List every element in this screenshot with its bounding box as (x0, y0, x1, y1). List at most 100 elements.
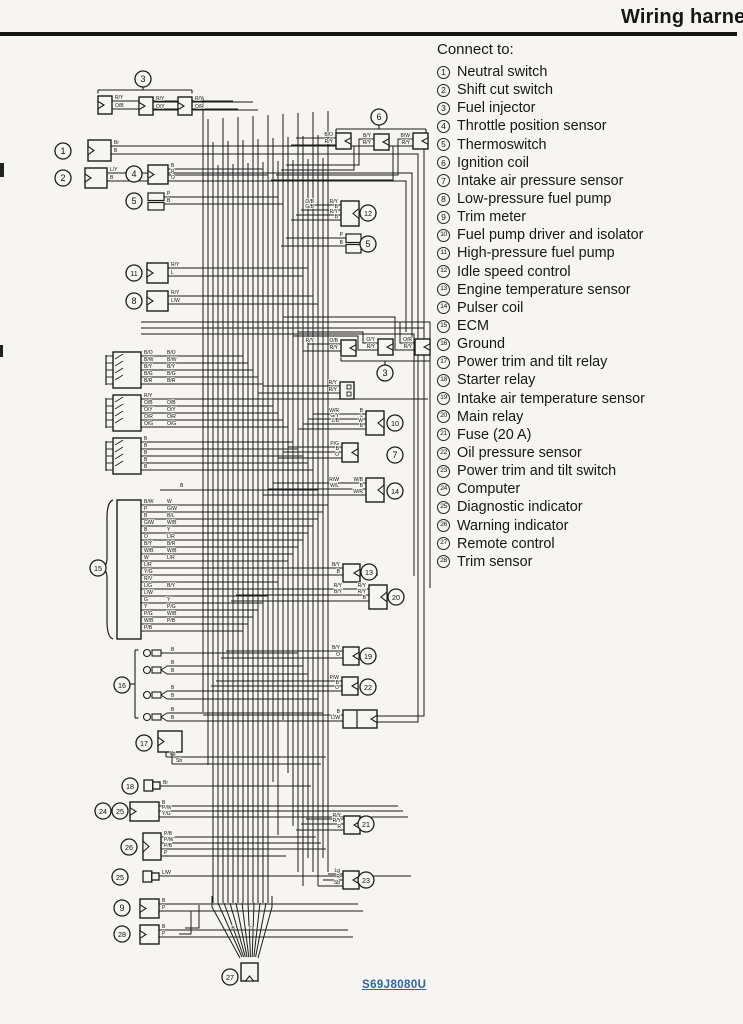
wire-label: B (360, 408, 364, 414)
wire-label: B/W (401, 133, 411, 139)
harness-route (141, 333, 415, 576)
connector-box (147, 192, 165, 202)
wire-label: O (335, 452, 339, 458)
wire-label: B (144, 443, 148, 449)
component-number-label: 24 (99, 807, 107, 816)
component-number-label: 2 (60, 173, 65, 183)
wire-label: B/Y (332, 562, 341, 568)
legend-item-number: 9 (437, 210, 450, 224)
harness-route (185, 905, 200, 929)
wire-label: L/W (171, 298, 180, 304)
connector-notch (369, 714, 378, 724)
legend-item-number: 21 (437, 428, 450, 442)
connector-notch (420, 136, 429, 146)
wire-label: B/G (144, 371, 153, 377)
wire-label: B (171, 707, 175, 713)
component-number-label: 5 (131, 196, 136, 206)
ground-wire (160, 716, 168, 722)
figure-code-link[interactable]: S69J8080U (362, 979, 427, 991)
wire-label: R/Y (156, 96, 165, 102)
legend-item-label: Power trim and tilt relay (457, 354, 608, 371)
wire-label: P/G (330, 441, 339, 447)
wire-label: B (171, 660, 175, 666)
component-number-label: 25 (116, 873, 124, 882)
wire-label: B (337, 709, 341, 715)
legend-item-label: High-pressure fuel pump (457, 245, 615, 262)
wire-label: L/R (144, 562, 152, 568)
wire-label: W (144, 555, 149, 561)
wire-label: B/Y (332, 645, 341, 651)
wire-label: B/O (144, 350, 153, 356)
wire-label: B/Y (363, 133, 372, 139)
wire-line (298, 331, 378, 344)
wire-label: B/R (144, 378, 153, 384)
legend-item-number: 14 (437, 301, 450, 315)
component-number (113, 899, 131, 917)
wire-label: Lg (334, 868, 340, 874)
legend-item-number: 20 (437, 410, 450, 424)
connector-box (346, 391, 352, 397)
wire-label: R/Y (367, 344, 376, 350)
connector-notch (244, 975, 255, 982)
connector-notch (343, 136, 352, 146)
connector-box (147, 201, 165, 211)
wire-label: O (336, 652, 340, 658)
component-number-label: 28 (118, 930, 126, 939)
wire-label: O/R (403, 337, 412, 343)
wire-label: G/B (305, 204, 314, 210)
wire-label: R/Y (334, 583, 343, 589)
scan-artifact (0, 163, 4, 177)
connector-notch (146, 267, 154, 279)
wire-label: P (340, 232, 344, 238)
wire-label: L/B (331, 418, 339, 424)
wire-line (271, 145, 413, 181)
wire-label: B (340, 240, 344, 246)
component-number (111, 868, 129, 886)
component-number (54, 142, 72, 160)
wire-label: B/L (167, 513, 175, 519)
component-number (359, 678, 377, 696)
wire-label: O (335, 685, 339, 691)
connector-box (339, 381, 355, 400)
legend-item-number: 3 (437, 101, 450, 115)
component-number-label: 17 (140, 739, 148, 748)
legend-item-number: 2 (437, 83, 450, 97)
wire-label: B (171, 685, 175, 691)
connector-notch (139, 903, 148, 914)
wire-label: W (358, 418, 363, 424)
component-number (359, 235, 377, 253)
legend-item-label: Power trim and tilt switch (457, 463, 617, 480)
component-number-label: 3 (382, 368, 387, 378)
component-number-label: 22 (364, 683, 372, 692)
connector-box (151, 872, 160, 881)
wire-label: L (171, 270, 174, 276)
component-number (357, 871, 375, 889)
connector-hatch (114, 360, 124, 367)
wire-label: Br (163, 780, 168, 786)
wire-label: B/W (167, 357, 177, 363)
legend-item-label: Trim sensor (457, 553, 533, 570)
legend-item-number: 1 (437, 65, 450, 79)
connector-hatch (114, 439, 124, 446)
legend-item-number: 23 (437, 464, 450, 478)
connector-notch (380, 591, 388, 603)
wire-label: L/R (167, 555, 175, 561)
wire-label: W (167, 499, 172, 505)
connector-notch (351, 651, 360, 661)
wire-label: O/B (167, 400, 176, 406)
wire-label: B/W (144, 357, 154, 363)
wire-label: O/B (305, 199, 314, 205)
connector-box (346, 384, 352, 390)
page-title: Wiring harne (621, 6, 743, 28)
wire-label: P/B (144, 625, 153, 631)
legend-item-label: Fuel pump driver and isolator (457, 227, 644, 244)
wire-label: R/Y (363, 140, 372, 146)
legend-item-number: 11 (437, 246, 450, 260)
component-number (359, 204, 377, 222)
